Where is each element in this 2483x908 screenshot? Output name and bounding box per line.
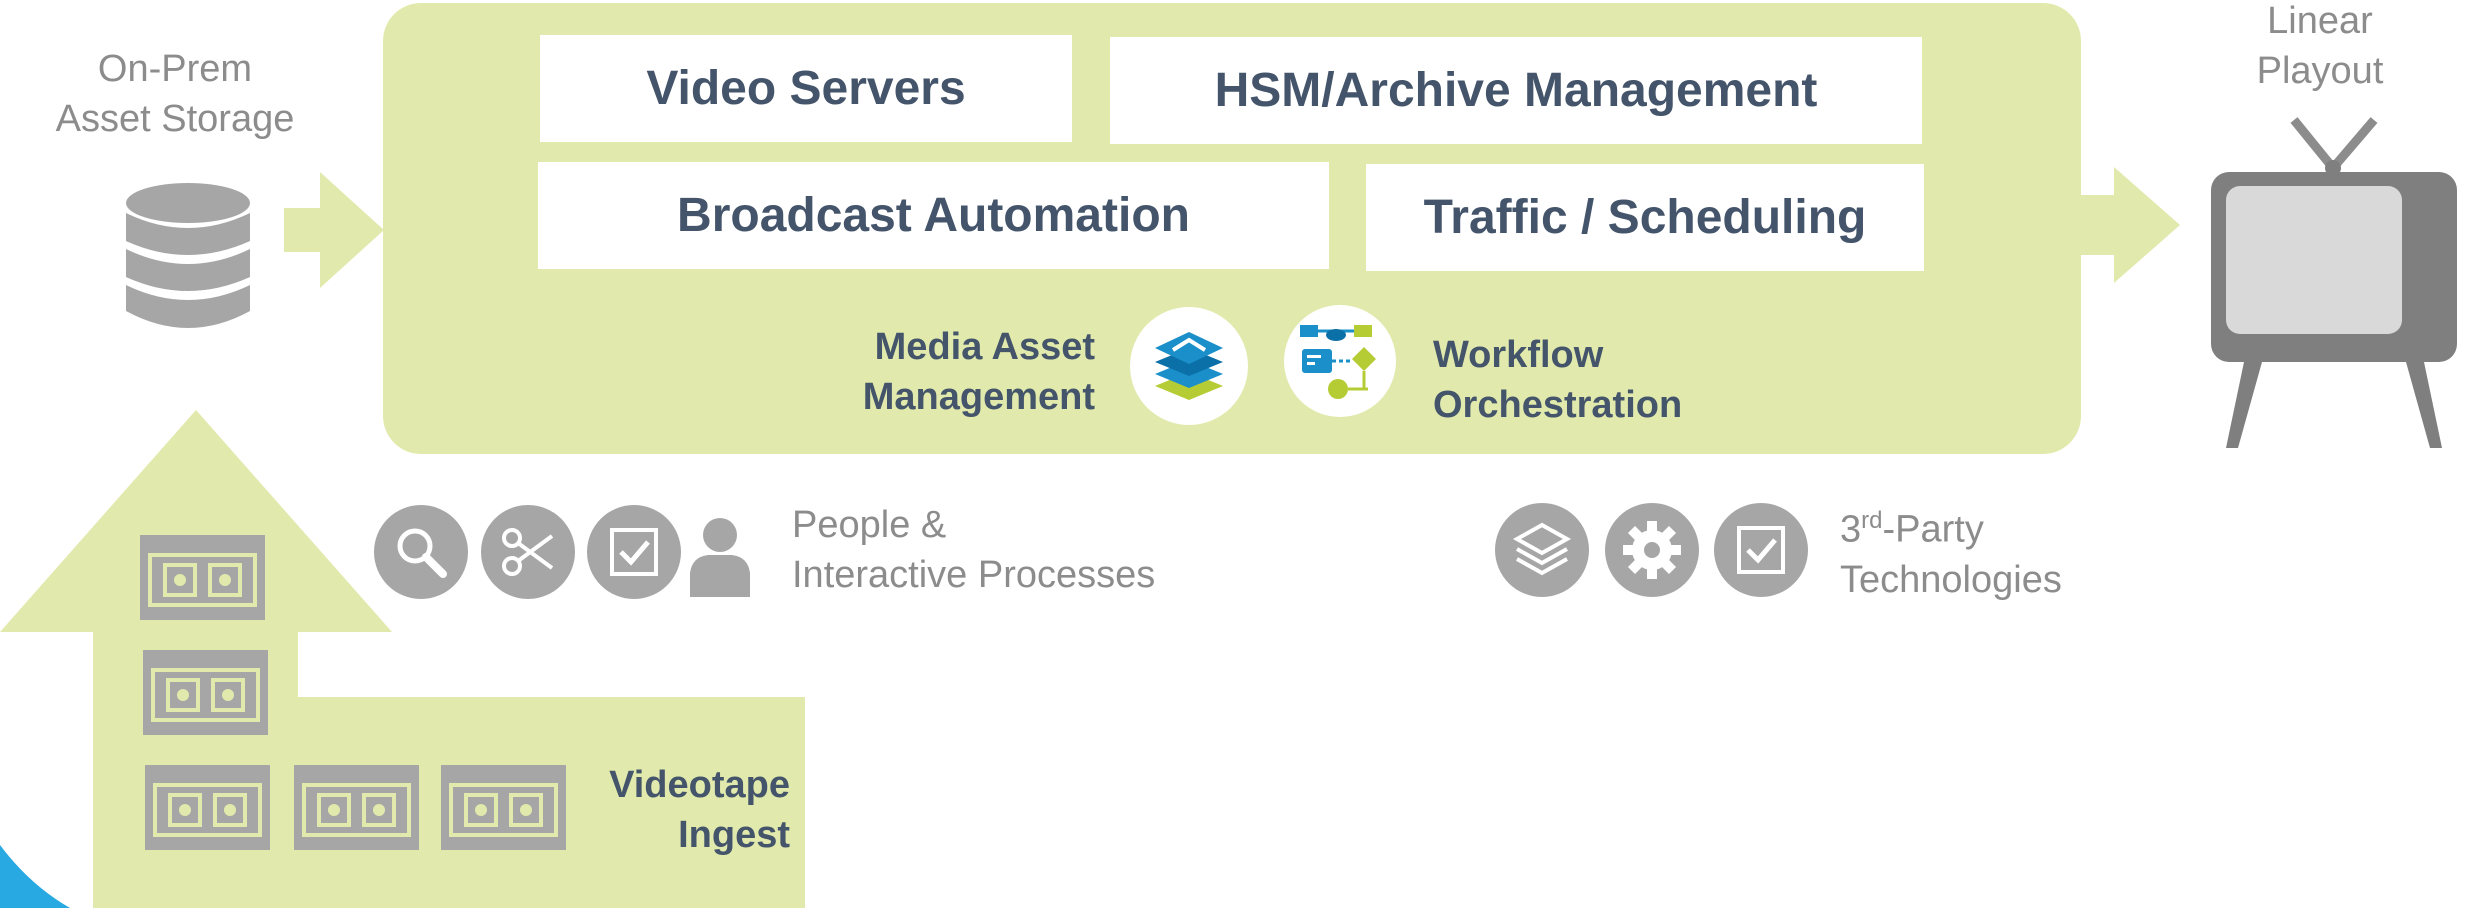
ingest-label: Videotape Ingest — [580, 760, 790, 860]
third-party-prefix: 3 — [1840, 508, 1862, 551]
checkbox-icon-circle — [587, 505, 681, 599]
traffic-scheduling-box: Traffic / Scheduling — [1366, 164, 1924, 271]
workflow-icon-circle — [1284, 305, 1396, 417]
platform-to-playout-arrow — [2078, 167, 2180, 283]
checkbox-icon — [1737, 526, 1785, 574]
videotape-icon — [145, 765, 270, 850]
video-servers-box: Video Servers — [540, 35, 1072, 142]
person-icon — [690, 518, 750, 597]
broadcast-automation-label: Broadcast Automation — [677, 189, 1190, 242]
video-servers-label: Video Servers — [646, 62, 966, 115]
playout-label-line2: Playout — [2256, 50, 2384, 92]
search-icon — [397, 528, 447, 578]
ingest-label-line1: Videotape — [609, 764, 790, 806]
people-label-line1: People & — [792, 504, 947, 546]
storage-to-platform-arrow — [284, 172, 384, 288]
mam-label-line1: Media Asset — [874, 326, 1095, 368]
layers-icon-circle — [1495, 503, 1589, 597]
scissors-icon — [502, 528, 554, 576]
scissors-icon-circle — [481, 505, 575, 599]
workflow-label-line1: Workflow — [1433, 334, 1604, 376]
people-label: People & Interactive Processes — [792, 500, 1212, 600]
television-icon — [2211, 117, 2457, 448]
storage-label: On-Prem Asset Storage — [40, 44, 310, 144]
database-icon — [126, 183, 250, 328]
corner-decoration — [0, 845, 70, 908]
broadcast-automation-box: Broadcast Automation — [538, 162, 1329, 269]
storage-label-line2: Asset Storage — [55, 98, 295, 140]
playout-label: Linear Playout — [2220, 0, 2420, 96]
third-party-suffix: -Party — [1882, 508, 1984, 551]
playout-label-line1: Linear — [2267, 0, 2373, 42]
checkbox-icon-circle-2 — [1714, 503, 1808, 597]
videotape-icon — [143, 650, 268, 735]
workflow-label-line2: Orchestration — [1433, 384, 1683, 426]
mam-icon-circle — [1130, 307, 1248, 425]
people-label-line2: Interactive Processes — [792, 554, 1156, 596]
hsm-archive-box: HSM/Archive Management — [1110, 37, 1922, 144]
layers-icon — [1512, 522, 1572, 576]
videotape-icon — [294, 765, 419, 850]
flowchart-icon — [1300, 325, 1376, 399]
stacked-layers-icon — [1155, 332, 1223, 400]
search-icon-circle — [374, 505, 468, 599]
gear-icon — [1623, 521, 1681, 579]
videotape-icon — [441, 765, 566, 850]
mam-label-line2: Management — [862, 376, 1095, 418]
traffic-scheduling-label: Traffic / Scheduling — [1423, 191, 1867, 244]
third-party-label: 3rd-Party Technologies — [1840, 496, 2160, 605]
storage-label-line1: On-Prem — [97, 48, 253, 90]
checkbox-icon — [610, 528, 658, 576]
gear-icon-circle — [1605, 503, 1699, 597]
third-party-label-line1: 3rd-Party — [1840, 496, 2160, 555]
third-party-superscript: rd — [1861, 507, 1883, 534]
workflow-label: Workflow Orchestration — [1433, 330, 1753, 430]
hsm-archive-label: HSM/Archive Management — [1214, 64, 1818, 117]
videotape-icon — [140, 535, 265, 620]
mam-label: Media Asset Management — [780, 322, 1095, 422]
ingest-label-line2: Ingest — [678, 814, 790, 856]
third-party-label-line2: Technologies — [1840, 558, 2062, 601]
